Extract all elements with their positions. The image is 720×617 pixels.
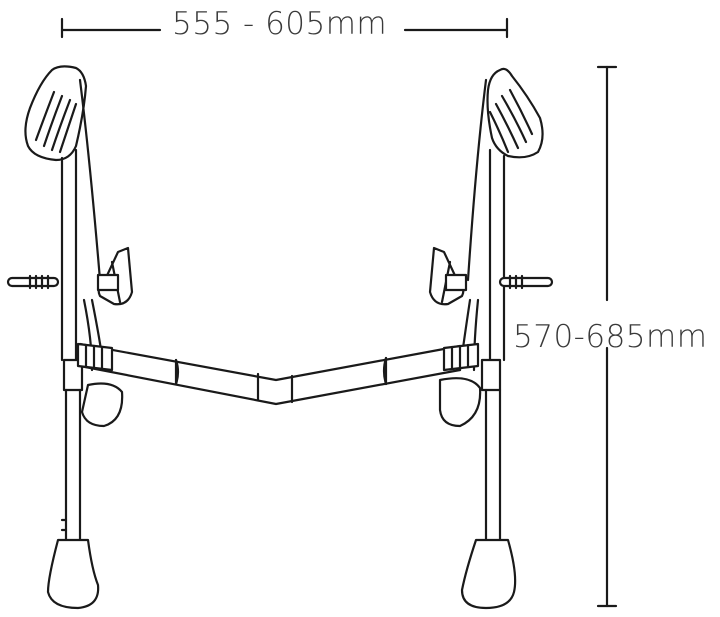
width-dimension-label: 555 - 605mm <box>172 6 388 42</box>
width-dimension-line <box>60 17 509 39</box>
height-dimension-line <box>596 65 618 608</box>
left-frame <box>6 65 134 610</box>
cross-bar <box>76 342 480 406</box>
right-frame <box>428 67 554 610</box>
height-dimension-label: 570-685mm <box>513 319 708 355</box>
